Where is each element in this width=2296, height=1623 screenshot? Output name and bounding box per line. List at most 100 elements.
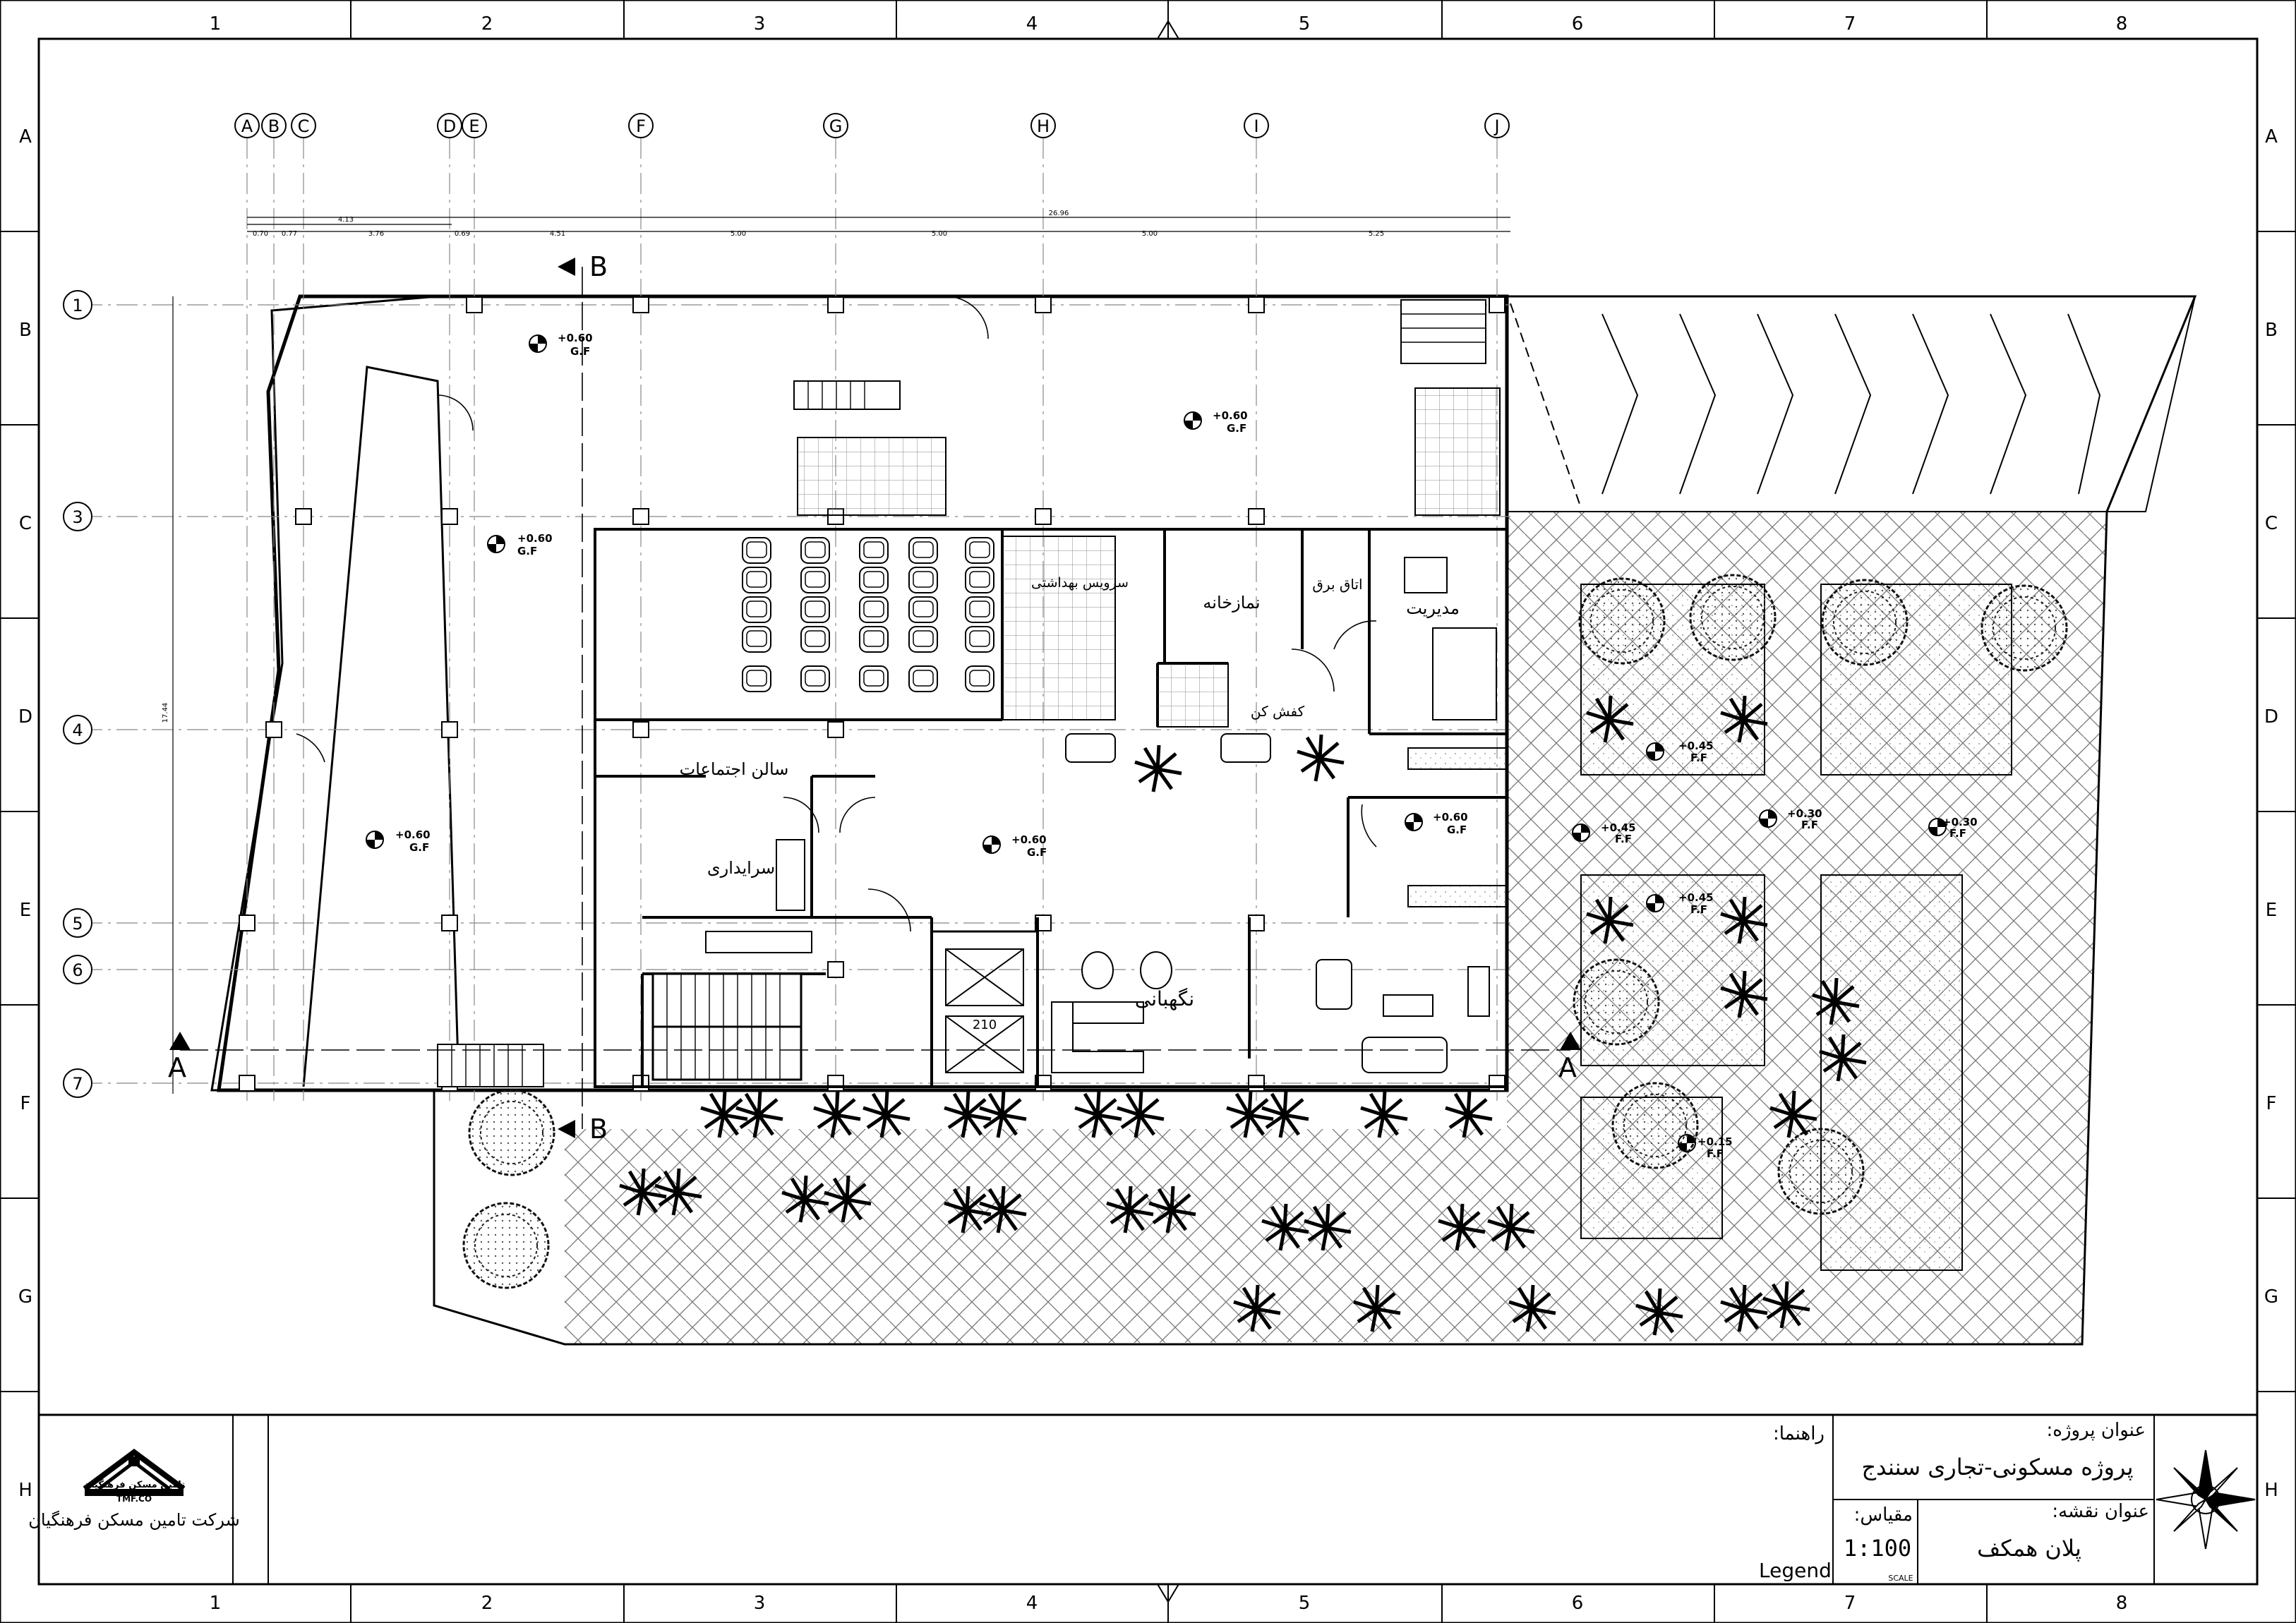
border-col-8-top: 8 [2116,13,2128,35]
border-col-3-top: 3 [754,13,766,35]
inner-wall-left [302,366,460,1087]
level-3-tag: G.F [517,545,537,557]
wc-tile-2 [1414,387,1501,516]
border-row-c-left: C [19,513,32,534]
border-row-c-right: C [2265,513,2278,534]
border-col-4-bottom: 4 [1026,1593,1038,1614]
border-row-b-left: B [19,320,32,341]
grid-bubbles-top [63,113,1510,1098]
level-7: +0.45 [1678,740,1714,752]
project-label: عنوان پروژه: [2047,1420,2146,1441]
level-12-tag: F.F [1707,1147,1724,1160]
level-8-tag: F.F [1615,833,1632,845]
title-block-grid [232,1414,2257,1584]
level-5: +0.60 [1011,833,1047,846]
border-col-1-bottom: 1 [210,1593,222,1614]
plan-name: پلان همکف [1977,1535,2081,1562]
level-4-tag: G.F [409,841,429,854]
border-row-e-left: E [20,900,31,921]
border-row-b-right: B [2265,320,2278,341]
grid-axis-7: 7 [72,1074,83,1094]
building-outline [217,294,1509,1092]
border-col-7-bottom: 7 [1844,1593,1856,1614]
hall-seating [742,537,994,692]
furniture [705,557,1508,1073]
border-row-d-right: D [2264,706,2278,728]
border-col-2-bottom: 2 [481,1593,493,1614]
level-9-tag: F.F [1801,819,1818,831]
scale-label: مقیاس: [1854,1504,1913,1526]
room-caretaker: سرایداری [707,858,775,878]
wc-tile-4 [1157,663,1229,728]
grid-axis-6: 6 [72,960,83,980]
room-electric: اتاق برق [1312,576,1362,593]
level-11: +0.45 [1678,891,1714,904]
dim-chain-6: 5.00 [731,230,746,238]
border-col-3-bottom: 3 [754,1593,766,1614]
level-3: +0.60 [517,532,553,545]
level-8: +0.45 [1601,821,1636,834]
section-lines [180,267,1570,1129]
border-row-a-left: A [19,126,32,147]
level-6: +0.60 [1433,811,1468,823]
level-4: +0.60 [395,828,431,841]
north-arrow-icon [2156,1449,2256,1550]
stairs-entry [437,1044,544,1087]
dim-chain-5: 4.51 [550,230,565,238]
logo-sub: TMF.CO [116,1494,152,1504]
border-row-h-left: H [18,1480,32,1501]
scale-value: 1:100 [1844,1535,1911,1562]
border-row-h-right: H [2264,1480,2278,1501]
scale-en: SCALE [1888,1574,1913,1583]
company-logo [83,1449,186,1496]
border-col-4-top: 4 [1026,13,1038,35]
level-10: +0.30 [1942,816,1978,828]
dim-left-sub: 4.13 [338,216,354,224]
grid-axis-d: D [443,116,456,136]
parking-chevrons [1510,303,2101,509]
door-swings [296,296,1377,932]
border-row-d-left: D [18,706,32,728]
lawn-5 [1820,874,1963,1271]
level-2-tag: G.F [1227,422,1246,435]
wc-tile-3 [1002,536,1116,720]
grid-axis-e: E [469,116,479,136]
grid-axis-a: A [241,116,253,136]
border-row-f-left: F [20,1093,31,1114]
grid-axis-c: C [298,116,310,136]
grid-axis-4: 4 [72,720,83,740]
grid-axis-f: F [636,116,646,136]
level-10-tag: F.F [1949,827,1966,840]
border-col-6-bottom: 6 [1572,1593,1584,1614]
border-col-5-bottom: 5 [1299,1593,1311,1614]
level-9: +0.30 [1787,807,1822,820]
level-12: +0.15 [1697,1135,1733,1148]
structural-columns [239,296,1505,1092]
level-1: +0.60 [558,332,593,344]
stairs-main [651,972,803,1081]
dim-chain-3: 3.76 [368,230,384,238]
interior-zone [594,528,1508,1088]
level-5-tag: G.F [1027,846,1047,859]
border-col-7-top: 7 [1844,13,1856,35]
parking-zone [1506,296,2196,512]
section-a-right: A [1558,1052,1577,1083]
grid-axis-b: B [268,116,280,136]
level-11-tag: F.F [1690,903,1707,916]
room-prayer: نمازخانه [1203,593,1260,613]
grid-axis-j: J [1493,116,1499,136]
border-row-e-right: E [2266,900,2277,921]
grid-axis-5: 5 [72,914,83,934]
level-2: +0.60 [1213,409,1248,422]
border-col-6-top: 6 [1572,13,1584,35]
legend-label: Legend [1759,1559,1832,1582]
room-management: مدیریت [1406,598,1460,618]
section-b-bottom: B [589,1114,608,1145]
section-a-left: A [168,1052,186,1083]
grid-axis-h: H [1037,116,1050,136]
elevator-shafts [930,930,1039,1088]
level-1-tag: G.F [570,345,590,358]
room-guard: نگهبانی [1135,987,1194,1010]
